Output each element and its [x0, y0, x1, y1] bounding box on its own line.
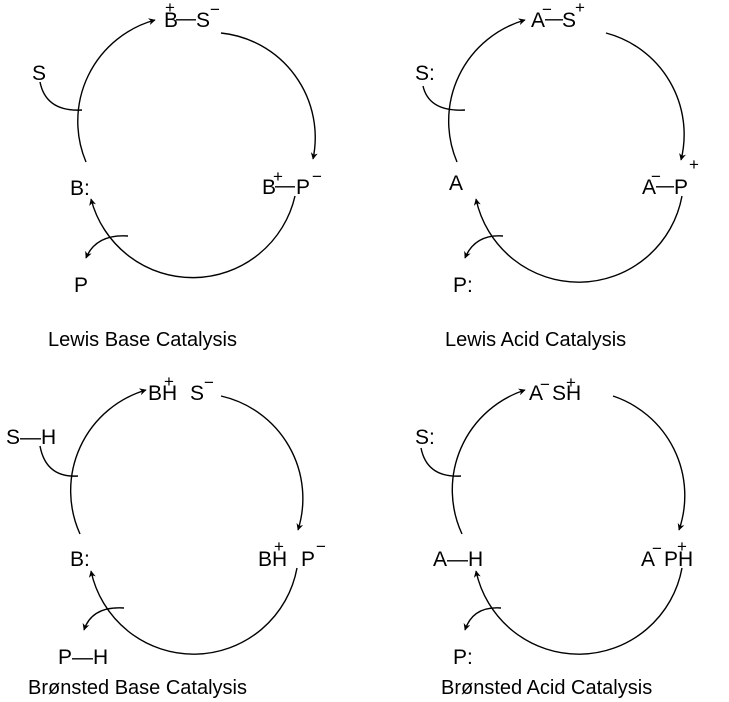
top-bond: — — [545, 7, 563, 30]
top-charge-a: + — [164, 372, 174, 391]
substrate-in-arrow — [39, 445, 79, 477]
panel-caption: Brønsted Acid Catalysis — [441, 677, 652, 699]
top-species-a: A — [529, 382, 543, 405]
left-species: A — [449, 172, 463, 195]
product-label: P — [74, 274, 88, 297]
left-species: B: — [70, 548, 90, 571]
top-species-b: SH — [552, 382, 581, 405]
cycle-arc-left — [451, 388, 526, 535]
top-charge-b: − — [204, 373, 214, 392]
panel-bronsted-base: BH S + − BH P + − B: S—H P—H Brønsted Ba… — [6, 372, 326, 699]
panel-caption: Lewis Base Catalysis — [48, 329, 237, 351]
panel-bronsted-acid: A SH − + A PH − + A—H S: P: Brønsted Aci… — [415, 373, 693, 699]
top-charge-a: + — [165, 0, 175, 17]
right-species-a: A — [642, 176, 656, 199]
right-species-a: BH — [258, 548, 287, 571]
right-species-b: P — [296, 176, 310, 199]
top-species-a: B — [164, 9, 178, 32]
left-species: B: — [70, 177, 90, 200]
cycle-arc-top-right — [612, 395, 686, 531]
top-species-b: S — [562, 9, 576, 32]
cycle-arc-left — [77, 18, 156, 163]
panel-caption: Lewis Acid Catalysis — [445, 329, 626, 351]
right-species-b: P — [674, 176, 688, 199]
top-charge-b: − — [210, 0, 220, 19]
panel-lewis-base: B — S + − B — P + − B: S P Lewis Base Ca… — [32, 0, 322, 351]
substrate-label: S — [32, 62, 46, 85]
top-charge-a: − — [540, 375, 550, 394]
cycle-arc-top-right — [220, 395, 304, 531]
right-bond: — — [656, 174, 674, 197]
cycle-arc-bottom — [473, 567, 683, 655]
substrate-in-arrow — [39, 81, 83, 111]
product-out-arrow — [464, 235, 504, 259]
top-charge-a: − — [542, 0, 552, 19]
top-species-a: BH — [148, 382, 177, 405]
top-bond: — — [176, 7, 196, 30]
product-label: P—H — [58, 646, 108, 669]
left-species: A—H — [433, 548, 483, 571]
substrate-label: S: — [415, 426, 435, 449]
cycle-arc-top-right — [220, 32, 318, 160]
product-label: P: — [453, 274, 473, 297]
cycle-arc-top-right — [605, 32, 686, 161]
cycle-arc-bottom — [89, 195, 296, 279]
right-species-b: P — [301, 548, 315, 571]
right-charge-b: + — [689, 155, 699, 174]
panel-lewis-acid: A — S − + A — P − + A S: P: Lewis Acid C… — [415, 0, 699, 351]
right-charge-b: − — [312, 167, 322, 186]
right-charge-a: + — [274, 537, 284, 556]
right-charge-a: + — [273, 167, 283, 186]
top-species-b: S — [190, 382, 204, 405]
cycle-arc-bottom — [88, 567, 298, 655]
substrate-label: S—H — [6, 426, 56, 449]
substrate-label: S: — [415, 62, 435, 85]
top-species-b: S — [196, 9, 210, 32]
right-charge-a: − — [652, 539, 662, 558]
panel-caption: Brønsted Base Catalysis — [28, 677, 247, 699]
right-charge-b: + — [677, 537, 687, 556]
cycle-arc-left — [447, 18, 526, 163]
right-species-a: B — [262, 176, 276, 199]
product-out-arrow — [85, 235, 129, 259]
top-species-a: A — [531, 9, 545, 32]
top-charge-b: + — [575, 0, 585, 17]
right-species-a: A — [641, 548, 655, 571]
right-species-b: PH — [664, 548, 693, 571]
cycle-arc-bottom — [473, 195, 683, 283]
substrate-in-arrow — [420, 447, 462, 477]
right-charge-b: − — [316, 537, 326, 556]
cycle-arc-left — [70, 388, 147, 535]
product-label: P: — [453, 646, 473, 669]
top-charge-b: + — [566, 373, 576, 392]
right-bond: — — [275, 174, 295, 197]
right-charge-a: − — [651, 167, 661, 186]
product-out-arrow — [463, 607, 502, 631]
substrate-in-arrow — [422, 85, 466, 111]
product-out-arrow — [82, 607, 125, 631]
